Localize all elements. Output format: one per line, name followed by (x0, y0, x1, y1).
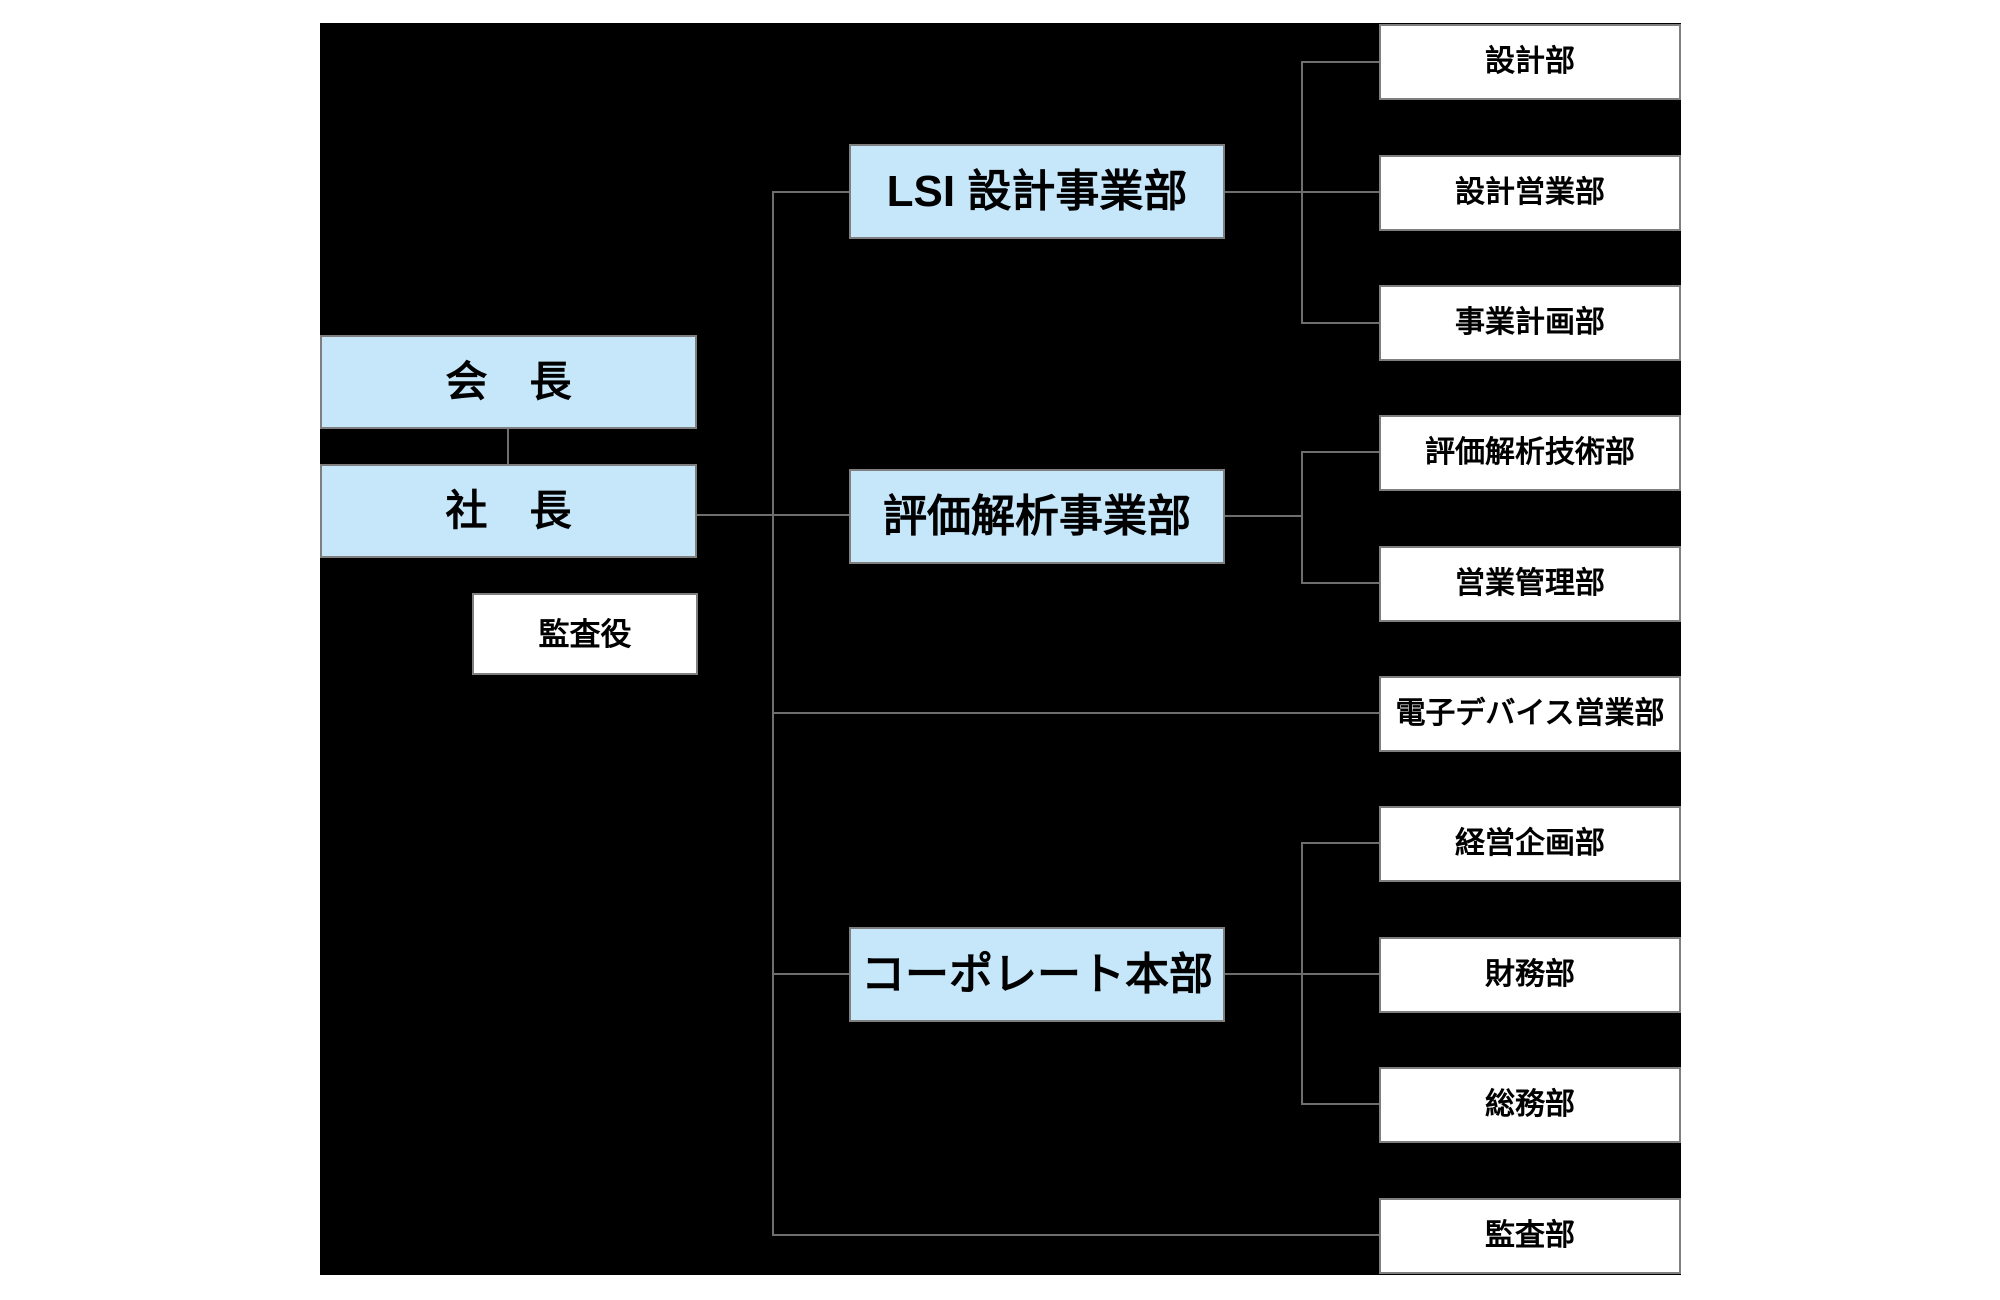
department-label: 経営企画部 (1455, 827, 1605, 860)
division-box-lsi-design: LSI 設計事業部 (849, 144, 1225, 239)
connector-line-general-affairs-dept (1301, 1103, 1380, 1105)
connector-line-device-sales-branch (772, 712, 1380, 714)
department-label: 営業管理部 (1455, 567, 1605, 600)
connector-lsi-vertical (1301, 61, 1303, 324)
department-label: 設計営業部 (1455, 176, 1605, 209)
department-box-design-sales: 設計営業部 (1379, 155, 1681, 231)
division-box-corporate-hq: コーポレート本部 (849, 927, 1225, 1022)
department-label: 事業計画部 (1455, 306, 1605, 339)
connector-line-analysis-tech-dept (1301, 451, 1380, 453)
president-box: 社 長 (320, 464, 697, 558)
department-box-business-planning: 事業計画部 (1379, 285, 1681, 361)
connector-line-corp-planning-dept (1301, 842, 1380, 844)
auditor-label: 監査役 (538, 616, 632, 652)
connector-line-president-trunk (697, 514, 851, 516)
department-box-audit: 監査部 (1379, 1198, 1681, 1274)
department-label: 財務部 (1485, 958, 1575, 991)
department-label: 評価解析技術部 (1425, 436, 1635, 469)
department-box-analysis-tech: 評価解析技術部 (1379, 415, 1681, 491)
department-box-general-affairs: 総務部 (1379, 1067, 1681, 1143)
division-label: LSI 設計事業部 (886, 166, 1188, 216)
connector-line-analysis-mid (1224, 515, 1303, 517)
connector-analysis-vertical (1301, 451, 1303, 584)
chairman-label: 会 長 (445, 358, 572, 405)
division-label: 評価解析事業部 (883, 491, 1191, 541)
department-box-corporate-planning: 経営企画部 (1379, 806, 1681, 882)
auditor-box: 監査役 (472, 593, 698, 675)
connector-line-design-dept (1301, 61, 1380, 63)
department-box-sales-admin: 営業管理部 (1379, 546, 1681, 622)
department-box-electronic-device-sales: 電子デバイス営業部 (1379, 676, 1681, 752)
connector-line-planning-dept (1301, 322, 1380, 324)
connector-line-audit-branch (772, 1234, 1380, 1236)
department-label: 電子デバイス営業部 (1395, 697, 1665, 730)
division-box-evaluation-analysis: 評価解析事業部 (849, 469, 1225, 564)
department-label: 総務部 (1485, 1088, 1575, 1121)
division-label: コーポレート本部 (861, 949, 1213, 999)
connector-line-chairman-president (507, 428, 509, 465)
department-box-finance: 財務部 (1379, 937, 1681, 1013)
department-box-design: 設計部 (1379, 24, 1681, 100)
connector-line-corporate-branch (772, 973, 850, 975)
department-label: 監査部 (1485, 1219, 1575, 1252)
connector-line-sales-admin-dept (1301, 582, 1380, 584)
department-label: 設計部 (1485, 45, 1575, 78)
president-label: 社 長 (445, 487, 572, 534)
connector-corporate-vertical (1301, 842, 1303, 1105)
chairman-box: 会 長 (320, 335, 697, 429)
connector-line-lsi-branch (772, 191, 850, 193)
